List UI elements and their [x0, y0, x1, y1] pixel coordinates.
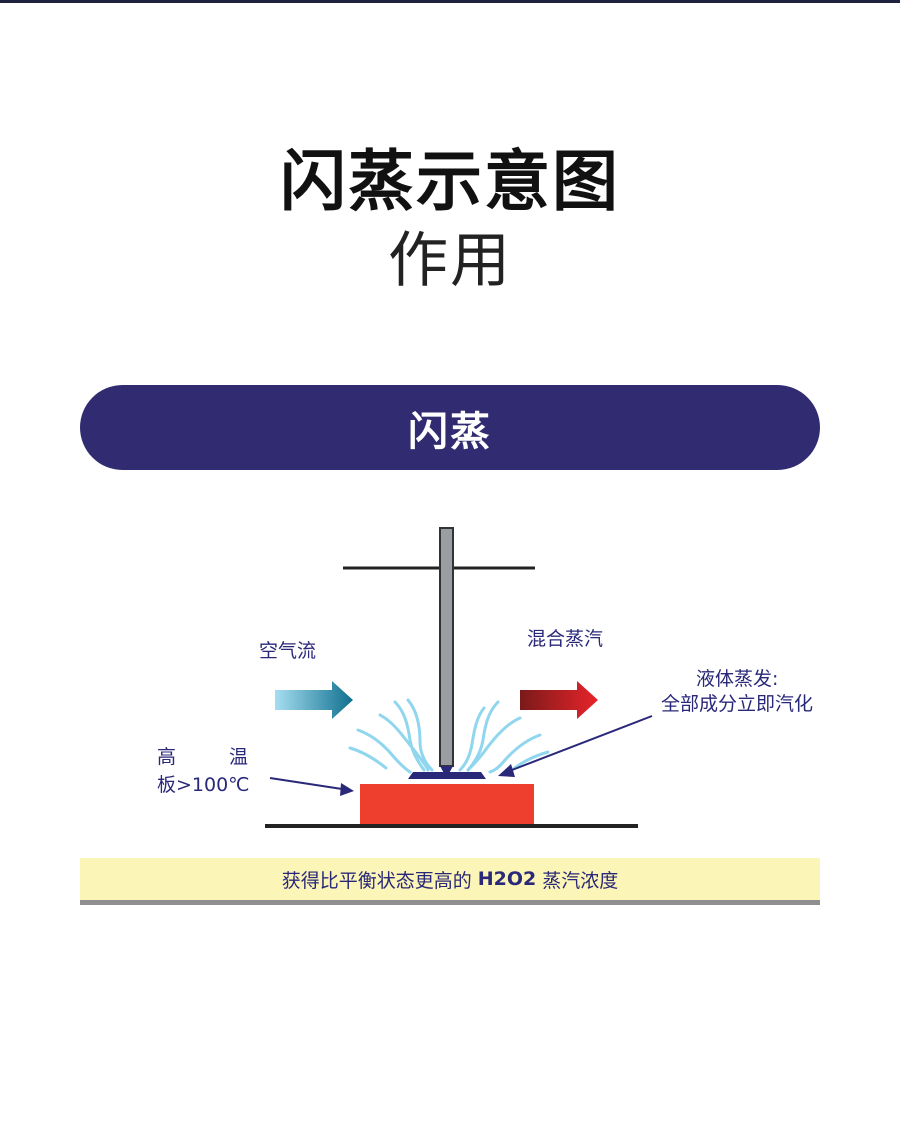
pointer-hot-plate: [269, 777, 354, 796]
air-flow-label: 空气流: [259, 640, 316, 662]
evaporation-label-line-2: 全部成分立即汽化: [661, 693, 813, 715]
section-banner: 闪蒸: [80, 385, 820, 470]
note-suffix: 蒸汽浓度: [542, 869, 619, 892]
top-rule: [0, 0, 900, 3]
evaporation-label-line-1: 液体蒸发:: [696, 668, 778, 690]
page-title: 闪蒸示意图: [280, 143, 620, 220]
note-highlight: H2O2: [477, 868, 537, 890]
hot-plate-label-line-2: 板>100℃: [157, 774, 250, 796]
pointer-evaporation: [498, 715, 653, 777]
banner-label: 闪蒸: [408, 408, 492, 455]
note-bar: 获得比平衡状态更高的 H2O2 蒸汽浓度: [80, 858, 820, 905]
mixed-vapor-arrow: [520, 681, 598, 719]
air-flow-arrow: [275, 681, 353, 719]
flash-evaporation-diagram: 空气流 混合蒸汽 高 温 板>100℃ 液体蒸发: 全部成分立即汽化: [157, 527, 813, 828]
liquid-film: [408, 772, 486, 779]
hot-plate-label-char-2: 温: [229, 746, 248, 768]
hot-plate: [360, 784, 534, 825]
injection-needle: [439, 527, 454, 767]
note-prefix: 获得比平衡状态更高的: [281, 869, 472, 892]
vapor-wisps: [348, 698, 550, 774]
hot-plate-label-char-1: 高: [157, 746, 176, 768]
page-subtitle: 作用: [388, 226, 512, 296]
mixed-vapor-label: 混合蒸汽: [527, 628, 603, 650]
